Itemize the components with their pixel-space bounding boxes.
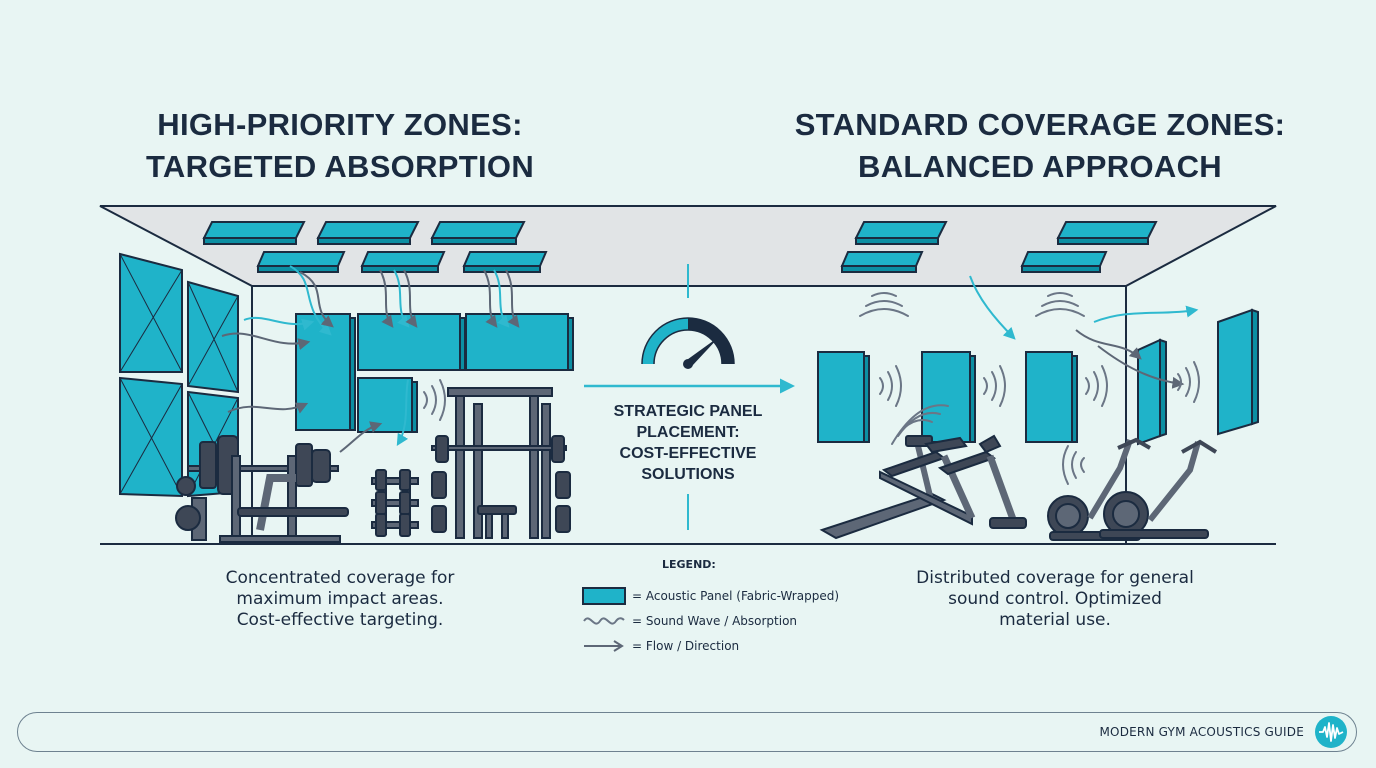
sound-wave-icon (423, 379, 446, 421)
arrow-icon (582, 637, 626, 655)
bench-press (175, 435, 349, 543)
right-caption-line1: Distributed coverage for general (916, 568, 1194, 588)
legend-text-arrow: = Flow / Direction (632, 638, 740, 653)
sound-wave-icon (1177, 361, 1200, 403)
footer-bar: MODERN GYM ACOUSTICS GUIDE (17, 712, 1357, 752)
wall-panel (1137, 338, 1167, 446)
flow-arrow (396, 379, 409, 447)
ceiling-cloud (854, 221, 948, 245)
ceiling-cloud (316, 221, 420, 245)
wall-panel (187, 280, 239, 394)
ceiling-clouds-right (840, 221, 1158, 273)
flow-arrow (379, 269, 394, 328)
wall-panel (357, 377, 418, 433)
treadmill (819, 435, 947, 540)
sound-wave-icon (1085, 365, 1108, 407)
wall-panel (119, 252, 183, 373)
strategy-label-line3: COST-EFFECTIVE (619, 445, 757, 462)
left-zone-heading: HIGH-PRIORITY ZONES: TARGETED ABSORPTION (110, 104, 570, 188)
wall-panel (465, 313, 574, 371)
footer-title: MODERN GYM ACOUSTICS GUIDE (1099, 725, 1304, 739)
wall-panel (295, 313, 356, 431)
wall-panel (1217, 308, 1259, 436)
flow-arrows-grey (221, 269, 1185, 453)
gauge-icon (641, 317, 735, 369)
flow-arrow (505, 269, 520, 328)
flow-arrow (483, 269, 498, 328)
legend-text-panel: = Acoustic Panel (Fabric-Wrapped) (632, 588, 839, 603)
left-caption-line2: maximum impact areas. (236, 589, 444, 609)
sound-wave-logo-icon (1314, 715, 1348, 749)
ceiling-cloud (430, 221, 526, 245)
sound-wave-icon (859, 292, 909, 317)
flow-arrow (1097, 345, 1185, 389)
flow-arrow (1093, 305, 1199, 323)
right-caption-line3: material use. (999, 610, 1111, 630)
flow-arrow (339, 421, 383, 453)
legend-item-panel: = Acoustic Panel (Fabric-Wrapped) (582, 583, 882, 608)
flow-arrow (299, 271, 334, 328)
panel-swatch-icon (582, 586, 626, 605)
legend: LEGEND: = Acoustic Panel (Fabric-Wrapped… (582, 558, 882, 658)
right-zone-heading: STANDARD COVERAGE ZONES: BALANCED APPROA… (780, 104, 1300, 188)
ceiling-cloud (1056, 221, 1158, 245)
ceiling-cloud (360, 251, 446, 273)
equipment-right (819, 434, 1218, 541)
equipment-left (175, 387, 571, 543)
left-heading-line1: HIGH-PRIORITY ZONES: (157, 107, 523, 142)
left-zone-caption: Concentrated coverage for maximum impact… (160, 568, 520, 631)
flow-arrow (969, 275, 1016, 340)
left-caption-line3: Cost-effective targeting. (236, 610, 444, 630)
flow-arrow (403, 269, 418, 328)
strategy-label-line1: STRATEGIC PANEL (613, 403, 763, 420)
right-caption-line2: sound control. Optimized (948, 589, 1162, 609)
ceiling-clouds-left (202, 221, 548, 273)
dumbbell-rack (371, 469, 419, 537)
left-caption-line1: Concentrated coverage for (225, 568, 455, 588)
left-heading-line2: TARGETED ABSORPTION (145, 149, 535, 184)
ceiling-cloud (256, 251, 346, 273)
treadmill (937, 434, 1027, 529)
right-zone-caption: Distributed coverage for general sound c… (860, 568, 1250, 631)
sound-wave-icon (891, 404, 949, 445)
flow-arrow (243, 316, 315, 331)
flow-arrow (227, 402, 309, 414)
sound-wave-icon (879, 365, 902, 407)
ceiling-cloud (462, 251, 548, 273)
legend-item-wave: = Sound Wave / Absorption (582, 608, 882, 633)
ceiling-cloud (1020, 251, 1108, 273)
wall-panel (817, 351, 870, 443)
sound-wave-icon (1035, 292, 1085, 317)
wall-panel (357, 313, 466, 371)
strategy-label: STRATEGIC PANEL PLACEMENT: COST-EFFECTIV… (580, 401, 796, 485)
sound-waves (423, 292, 1200, 485)
ceiling-cloud (202, 221, 306, 245)
legend-text-wave: = Sound Wave / Absorption (632, 613, 798, 628)
wall-panel (1025, 351, 1078, 443)
elliptical (1099, 439, 1218, 539)
legend-item-arrow: = Flow / Direction (582, 633, 882, 658)
flow-arrows (243, 265, 1199, 447)
flow-arrow (221, 332, 311, 350)
sound-wave-icon (1062, 445, 1085, 485)
sound-wave-icon (582, 612, 626, 630)
strategy-label-line4: SOLUTIONS (641, 466, 735, 483)
flow-arrow (493, 269, 510, 328)
wall-panel (119, 376, 183, 498)
back-wall-panels-left (295, 313, 574, 433)
wall-panel (921, 351, 976, 443)
right-heading-line1: STANDARD COVERAGE ZONES: (794, 107, 1286, 142)
legend-title: LEGEND: (662, 558, 716, 571)
flow-arrow (1075, 329, 1142, 360)
flow-arrow (393, 269, 410, 328)
ceiling-cloud (840, 251, 924, 273)
strategy-label-line2: PLACEMENT: (636, 424, 740, 441)
power-rack (431, 387, 571, 539)
wall-panels-right (817, 308, 1259, 446)
sound-wave-icon (983, 365, 1006, 407)
right-heading-line2: BALANCED APPROACH (858, 149, 1222, 184)
